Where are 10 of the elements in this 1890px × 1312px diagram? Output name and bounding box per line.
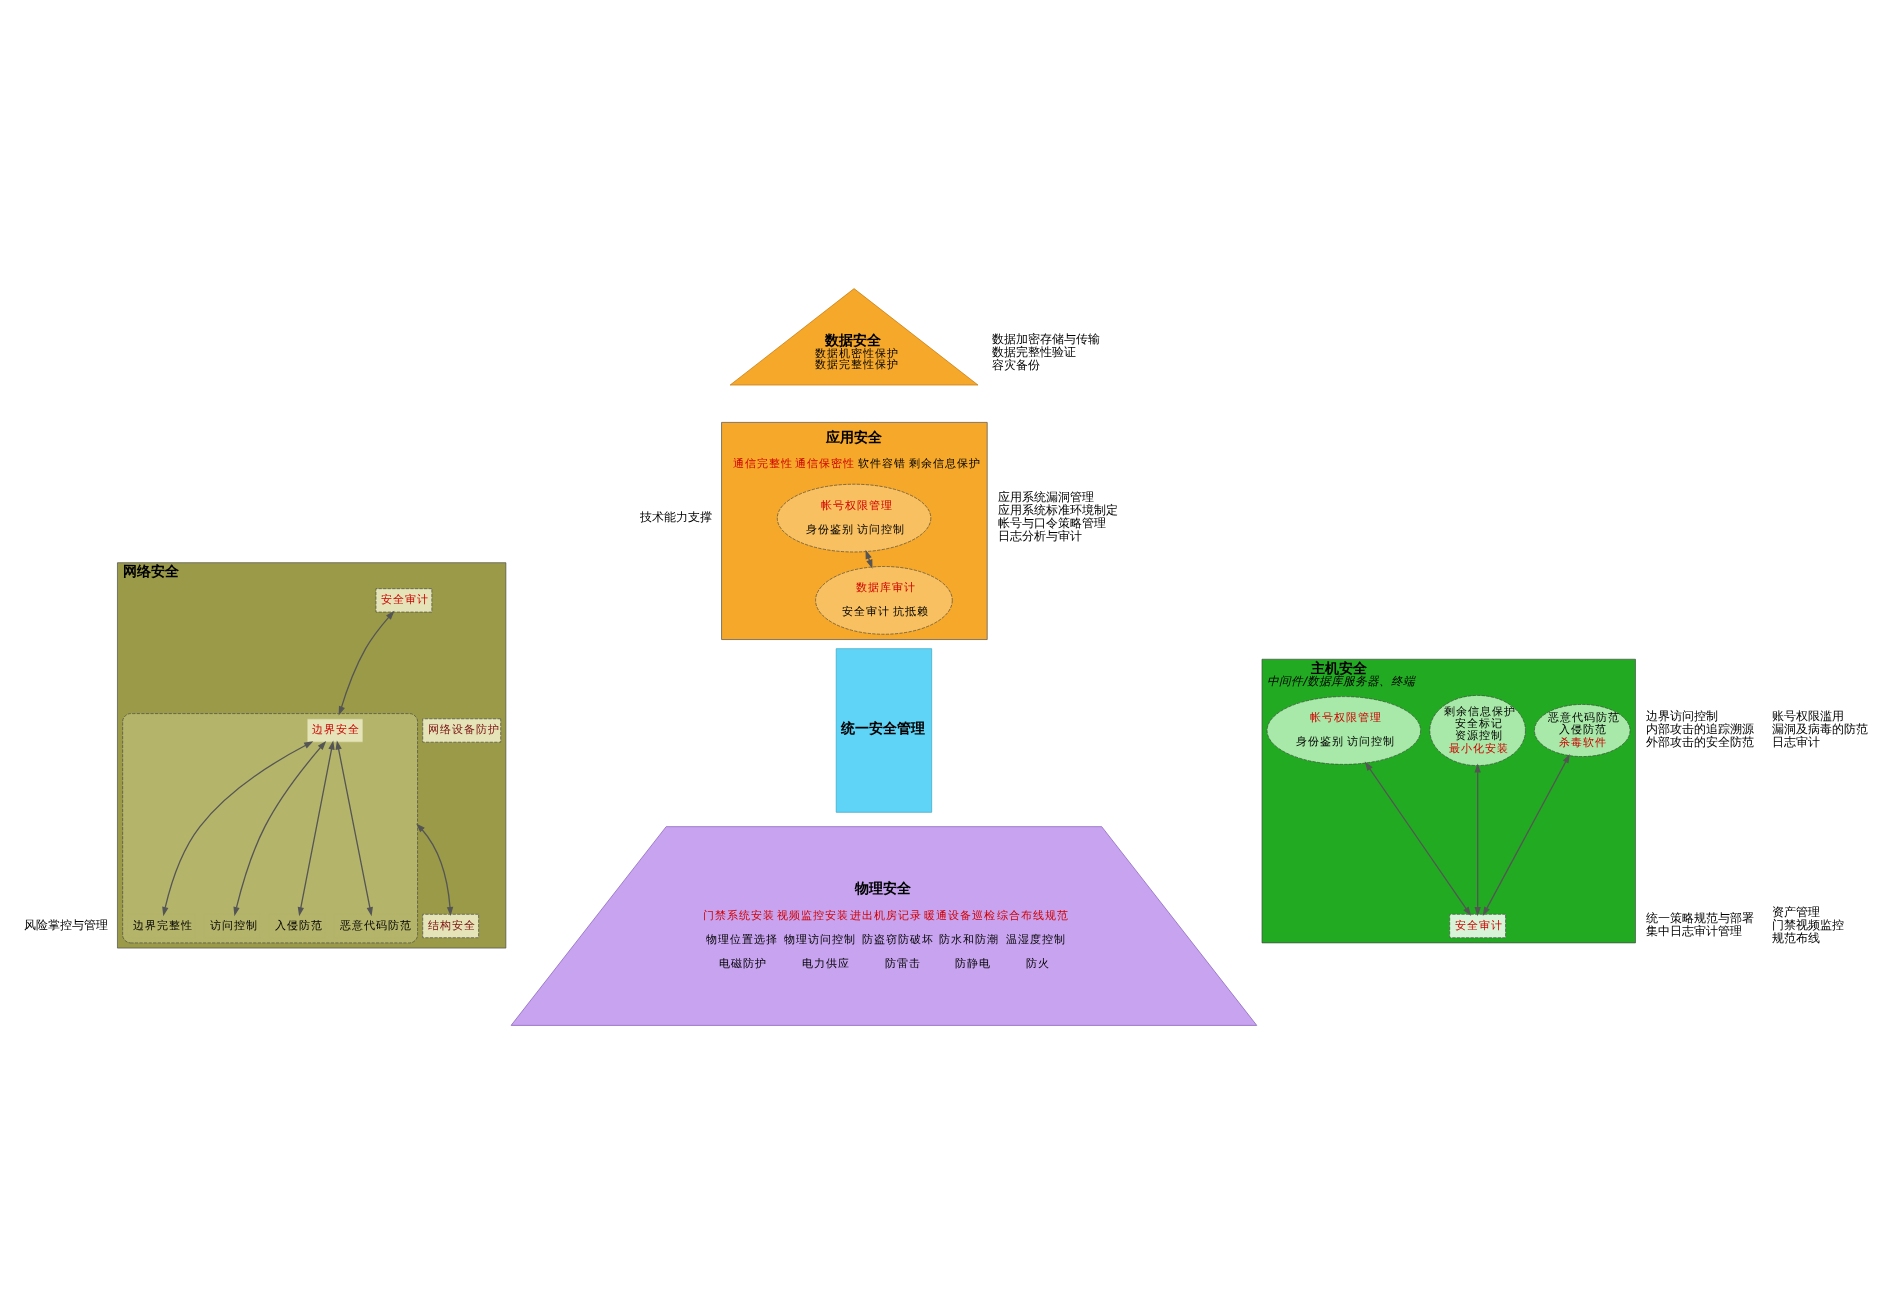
arrow [416, 822, 454, 916]
arrow [338, 609, 395, 715]
arrow [297, 739, 335, 916]
arrow [1474, 762, 1481, 916]
arrow [335, 739, 373, 916]
arrow [1364, 760, 1472, 915]
arrow [162, 740, 314, 916]
cluster [122, 712, 418, 943]
arrow [233, 739, 327, 916]
arrow [1482, 753, 1570, 915]
